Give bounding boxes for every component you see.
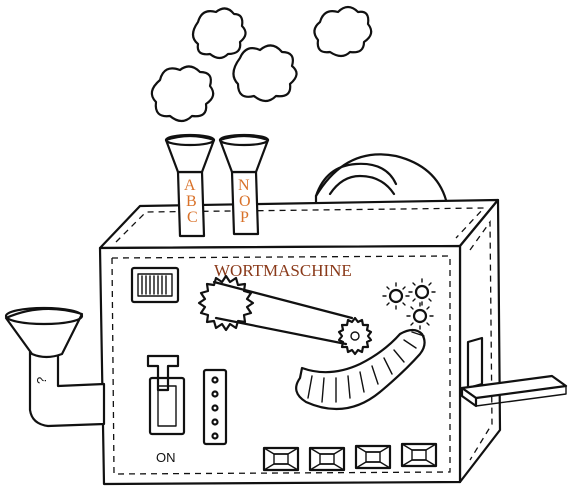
steam-cloud-4 [150, 65, 215, 123]
chimney-left [164, 133, 216, 238]
chimney-right-letter-1: N [238, 177, 250, 194]
bottom-button-3[interactable] [354, 444, 392, 470]
input-funnel [4, 306, 106, 428]
bottom-button-4[interactable] [400, 442, 438, 468]
box-side [458, 198, 502, 484]
bottom-button-2[interactable] [308, 446, 346, 472]
chimney-left-letter-3: C [187, 209, 198, 226]
chimney-left-letter-2: B [186, 193, 197, 210]
bottom-button-1[interactable] [262, 446, 300, 472]
bottom-buttons [262, 442, 438, 472]
chimney-right [218, 133, 270, 236]
gear-large-icon [197, 274, 255, 332]
steam-cloud-3 [232, 44, 298, 103]
small-cogs [382, 278, 436, 330]
funnel-mark: ? [34, 377, 49, 384]
power-switch[interactable] [146, 354, 186, 436]
belt-drive [197, 274, 373, 356]
box-top [98, 198, 500, 250]
gear-small-icon [337, 316, 373, 356]
chimney-right-letter-2: O [239, 193, 251, 210]
machine-title: WORTMASCHINE [214, 261, 352, 280]
chimney-right-letter-3: P [240, 209, 249, 226]
steam-cloud-1 [191, 7, 247, 60]
steam-cloud-2 [313, 5, 373, 58]
switch-label: ON [156, 450, 176, 465]
vent-grille [130, 266, 180, 304]
corrugated-hose [295, 328, 426, 411]
chimney-left-letter-1: A [184, 177, 196, 194]
output-tray [460, 336, 568, 408]
dot-panel [202, 368, 228, 446]
steam-clouds [150, 5, 373, 123]
